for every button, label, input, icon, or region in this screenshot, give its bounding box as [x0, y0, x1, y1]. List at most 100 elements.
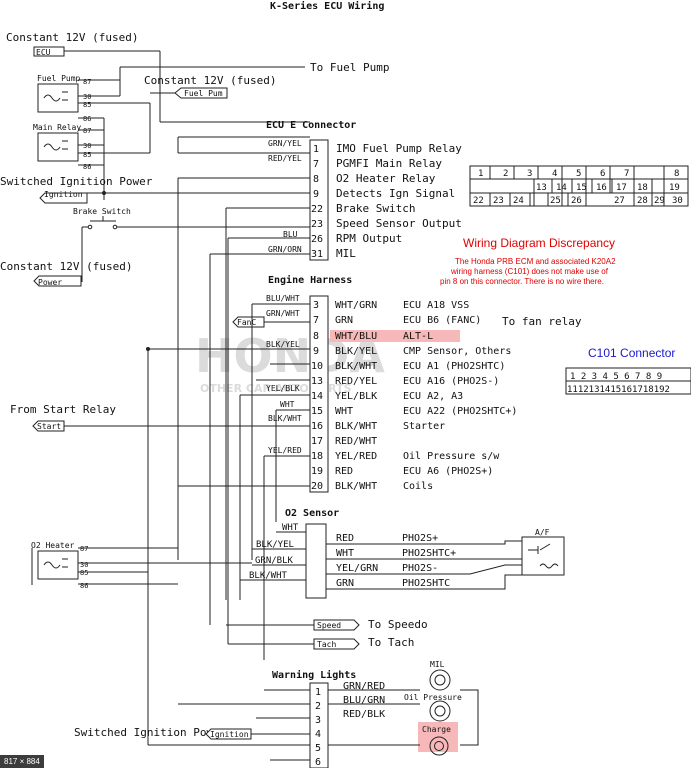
e-grid-7: 7	[624, 169, 629, 179]
eh-num-3: 3	[313, 300, 319, 311]
e-grid-16: 16	[596, 183, 607, 193]
e-grid-5: 5	[576, 169, 581, 179]
eh-color-3: WHT/GRN	[335, 300, 377, 311]
eh-desc-18: Oil Pressure s/w	[403, 451, 500, 462]
eh-color-7: GRN	[335, 315, 353, 326]
ecu-e-num-31: 31	[311, 249, 323, 260]
eh-desc-19: ECU A6 (PHO2S+)	[403, 466, 493, 477]
main-pin-30: 30	[83, 142, 91, 150]
af-label: A/F	[535, 528, 550, 537]
main-pin-86: 86	[83, 163, 91, 171]
o2-sensor-title: O2 Sensor	[285, 508, 339, 519]
o2-desc-1: PHO2S+	[402, 533, 438, 544]
eh-num-17: 17	[311, 436, 323, 447]
e-grid-18: 18	[637, 183, 648, 193]
o2-heater-relay	[37, 550, 79, 580]
ecu-e-num-8: 8	[313, 174, 319, 185]
fp-pin-85: 85	[83, 101, 91, 109]
ecu-e-num-23: 23	[311, 219, 323, 230]
e-grid-8: 8	[674, 169, 679, 179]
main-pin-85: 85	[83, 151, 91, 159]
eh-num-15: 15	[311, 406, 323, 417]
ecu-e-num-22: 22	[311, 204, 323, 215]
o2-desc-4: PHO2SHTC	[402, 578, 450, 589]
eh-color-20: BLK/WHT	[335, 481, 377, 492]
main-pin-87: 87	[83, 127, 91, 135]
eh-wire-7: GRN/WHT	[266, 309, 300, 318]
constant-12v-label-3: Constant 12V (fused)	[0, 260, 132, 273]
o2-left-wire-2: BLK/YEL	[256, 540, 294, 550]
o2-color-4: GRN	[336, 578, 354, 589]
eh-color-16: BLK/WHT	[335, 421, 377, 432]
e-grid-17: 17	[616, 183, 627, 193]
e-grid-24: 24	[513, 196, 524, 206]
warning-lights-title: Warning Lights	[272, 669, 356, 681]
to-fuel-pump-label: To Fuel Pump	[310, 61, 389, 74]
eh-color-18: YEL/RED	[335, 451, 377, 462]
eh-color-9: BLK/YEL	[335, 346, 377, 357]
diagram-title: K-Series ECU Wiring	[270, 0, 384, 12]
o2-pin-85: 85	[80, 569, 88, 577]
ecu-e-num-26: 26	[311, 234, 323, 245]
fuel-pump-relay-label: Fuel Pump	[37, 74, 81, 83]
oil-pressure-label: Oil Pressure	[404, 693, 462, 702]
fuel-pump-relay	[37, 83, 79, 113]
ecu-e-num-7: 7	[313, 159, 319, 170]
constant-12v-label-2: Constant 12V (fused)	[144, 74, 276, 87]
eh-num-18: 18	[311, 451, 323, 462]
c101-top-row: 1 2 3 4 5 6 7 8 9	[570, 372, 662, 382]
e-grid-23: 23	[493, 196, 504, 206]
eh-desc-14: ECU A2, A3	[403, 391, 463, 402]
o2-pin-30: 30	[80, 561, 88, 569]
mil-label: MIL	[430, 660, 445, 669]
switched-ignition-label-2: Switched Ignition Power	[74, 726, 227, 739]
e-grid-30: 30	[672, 196, 683, 206]
ecu-e-pins: GRN/YEL RED/YEL BLU GRN/ORN 1 7 8 9 22 2…	[268, 139, 462, 260]
to-tach-label: To Tach	[368, 636, 414, 649]
ecu-e-desc-22: Brake Switch	[336, 202, 415, 215]
to-speedo-label: To Speedo	[368, 618, 428, 631]
c101-title: C101 Connector	[588, 346, 675, 360]
e-grid-6: 6	[600, 169, 605, 179]
e-connector-grid: 1 2 3 4 5 6 7 8 13 14 15 16 17 18 19 22 …	[469, 165, 689, 207]
fuel-pump-tag-label: Fuel Pum	[184, 89, 223, 98]
charge-lamp	[429, 736, 449, 756]
o2-left-wire-3: GRN/BLK	[255, 556, 294, 566]
eh-color-14: YEL/BLK	[335, 391, 377, 402]
wl-num-5: 5	[315, 743, 321, 754]
to-fan-relay-label: To fan relay	[502, 315, 582, 328]
wl-num-4: 4	[315, 729, 321, 740]
eh-desc-7: ECU B6 (FANC)	[403, 315, 481, 326]
c101-bottom-row: 1112131415161718192	[567, 385, 670, 395]
main-relay	[37, 132, 79, 162]
o2-color-1: RED	[336, 533, 354, 544]
ecu-e-desc-1: IMO Fuel Pump Relay	[336, 142, 462, 155]
o2-left-wire-4: BLK/WHT	[249, 571, 288, 581]
eh-color-10: BLK/WHT	[335, 361, 377, 372]
eh-color-8: WHT/BLU	[335, 331, 377, 342]
eh-wire-14: YEL/BLK	[266, 384, 300, 393]
eh-desc-9: CMP Sensor, Others	[403, 346, 511, 357]
o2-desc-3: PHO2S-	[402, 563, 438, 574]
ecu-e-desc-7: PGMFI Main Relay	[336, 157, 442, 170]
ignition-tag-label: Ignition	[44, 190, 83, 199]
ecu-e-connector-title: ECU E Connector	[266, 120, 356, 131]
ecu-e-desc-8: O2 Heater Relay	[336, 172, 436, 185]
eh-wire-3: BLU/WHT	[266, 294, 300, 303]
ecu-e-desc-31: MIL	[336, 247, 356, 260]
o2-color-3: YEL/GRN	[336, 563, 378, 574]
wl-num-2: 2	[315, 701, 321, 712]
engine-harness-body	[309, 295, 329, 493]
tach-tag-label: Tach	[317, 640, 336, 649]
ecu-e-desc-26: RPM Output	[336, 232, 402, 245]
eh-num-7: 7	[313, 315, 319, 326]
eh-desc-10: ECU A1 (PHO2SHTC)	[403, 361, 505, 372]
o2-left-wire-1: WHT	[282, 523, 299, 533]
e-grid-3: 3	[527, 169, 532, 179]
eh-color-13: RED/YEL	[335, 376, 377, 387]
fan-tag-label: FanC	[237, 318, 256, 327]
o2-sensor-connector	[305, 523, 327, 599]
discrepancy-line-1: The Honda PRB ECM and associated K20A2	[455, 257, 616, 266]
eh-wire-16: BLK/WHT	[268, 414, 302, 423]
eh-desc-8: ALT-L	[403, 331, 433, 342]
